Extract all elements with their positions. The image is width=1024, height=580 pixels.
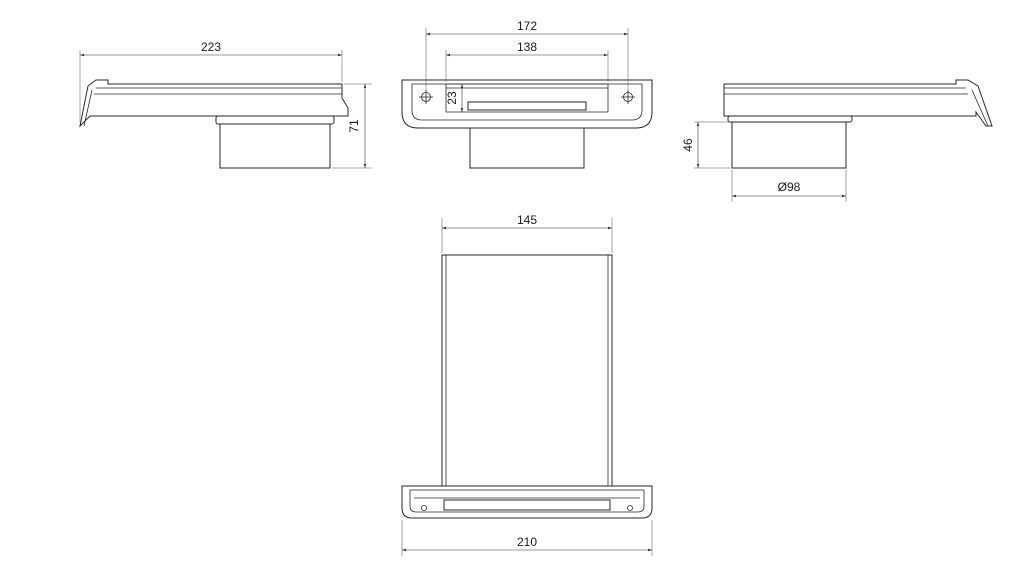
side-view-right: 46 Ø98 (681, 79, 993, 202)
side-view-left: 223 71 (79, 40, 372, 169)
dim-height-46: 46 (681, 138, 695, 152)
dim-base-210: 210 (517, 535, 537, 549)
dim-diameter-98: Ø98 (778, 180, 801, 194)
dim-height-71: 71 (347, 119, 361, 133)
dim-width-223: 223 (201, 40, 221, 54)
front-view: 172 138 23 (401, 19, 653, 169)
dim-depth-23: 23 (445, 91, 459, 105)
dim-tube-145: 145 (517, 213, 537, 227)
dim-hole-spacing-172: 172 (517, 19, 537, 33)
top-view: 145 210 (401, 213, 653, 556)
dim-slot-138: 138 (517, 40, 537, 54)
